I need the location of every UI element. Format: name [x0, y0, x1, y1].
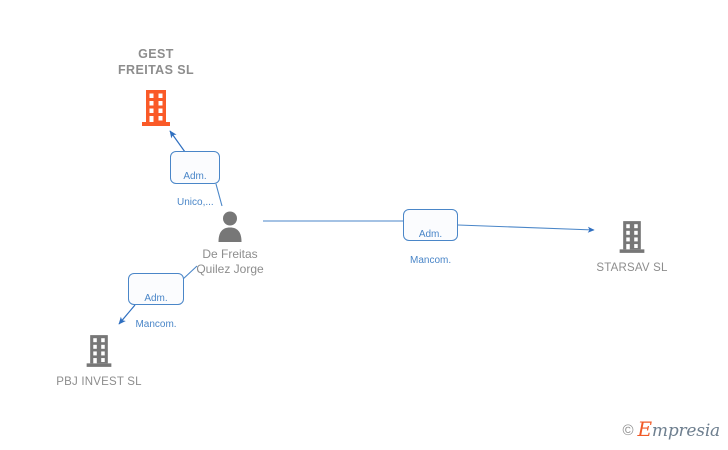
brand-name: Empresia [638, 419, 721, 441]
brand-rest: mpresia [651, 421, 720, 441]
node-main-company[interactable]: GEST FREITAS SL [96, 46, 216, 128]
relation-box-adm-unico[interactable]: Adm. Unico,... [170, 151, 220, 208]
relation-label-line2: Mancom. [135, 319, 177, 330]
company-starsav-label: STARSAV SL [596, 262, 668, 274]
relation-box-adm-mancom-right[interactable]: Adm. Mancom. [403, 209, 458, 266]
person-icon [218, 211, 242, 242]
watermark: © Empresia [622, 419, 721, 441]
edge-person-to-adm-unico [215, 183, 223, 207]
relation-label-line1: Adm. [183, 171, 207, 182]
edge-adm-unico-to-gest-freitas [169, 130, 186, 153]
company-pbj-invest-label: PBJ INVEST SL [56, 376, 142, 388]
building-icon [86, 335, 112, 367]
relation-label-line1: Adm. [144, 293, 168, 304]
relation-label-line2: Unico,... [177, 197, 214, 208]
person-label: De Freitas Quilez Jorge [196, 247, 264, 276]
node-company-starsav[interactable]: STARSAV SL [582, 219, 682, 275]
edge-adm-mancom-to-starsav [457, 224, 595, 233]
relation-label-line2: Mancom. [410, 255, 452, 266]
building-icon [619, 221, 645, 253]
building-icon [142, 90, 170, 126]
copyright-icon: © [622, 422, 634, 439]
edge-adm-mancom-to-pbj-invest [118, 304, 136, 325]
main-company-label: GEST FREITAS SL [118, 47, 194, 77]
relation-box-adm-mancom-bottom[interactable]: Adm. Mancom. [128, 273, 184, 330]
brand-initial: E [637, 417, 653, 441]
node-person[interactable]: De Freitas Quilez Jorge [180, 210, 280, 277]
node-company-pbj-invest[interactable]: PBJ INVEST SL [49, 333, 149, 389]
relation-label-line1: Adm. [418, 229, 443, 240]
